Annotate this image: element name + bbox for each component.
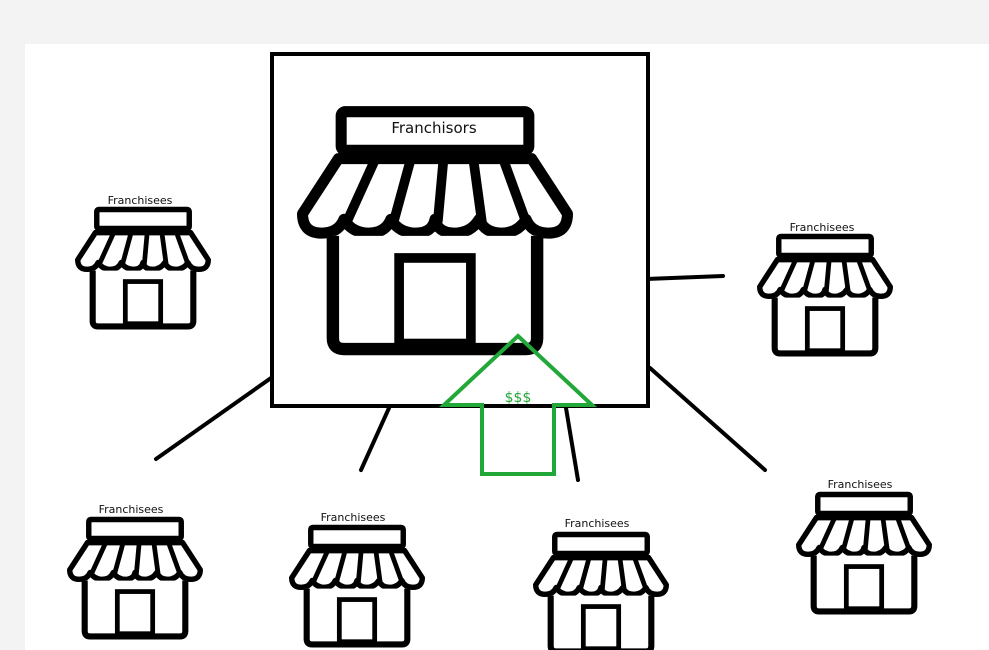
connector-right-upper — [644, 274, 725, 281]
franchisee-label-bottom-right: Franchisees — [828, 478, 893, 491]
franchisee-label-bottom-2: Franchisees — [321, 511, 386, 524]
franchisee-store-right — [760, 236, 891, 353]
franchisee-label-bottom-3: Franchisees — [565, 517, 630, 530]
money-label: $$$ — [505, 390, 532, 406]
connector-left — [154, 376, 273, 461]
franchisee-label-bottom-1: Franchisees — [99, 503, 164, 516]
franchisor-store — [303, 112, 568, 349]
franchisee-label-right: Franchisees — [790, 221, 855, 234]
connector-right-lower — [648, 366, 767, 472]
franchisee-store-bottom-3 — [536, 534, 667, 650]
money-arrow: $$$ — [438, 333, 598, 476]
connector-bottom-right — [564, 406, 580, 482]
connector-bottom-left — [359, 406, 391, 472]
franchisee-store-top-left — [78, 209, 209, 326]
franchisee-store-bottom-2 — [292, 527, 423, 644]
franchisee-store-bottom-right — [799, 494, 930, 611]
franchisee-label-top-left: Franchisees — [108, 194, 173, 207]
connection-lines — [154, 274, 767, 482]
franchisor-label: Franchisors — [391, 119, 476, 137]
up-arrow-icon — [438, 333, 598, 476]
franchisee-store-bottom-1 — [70, 519, 201, 636]
